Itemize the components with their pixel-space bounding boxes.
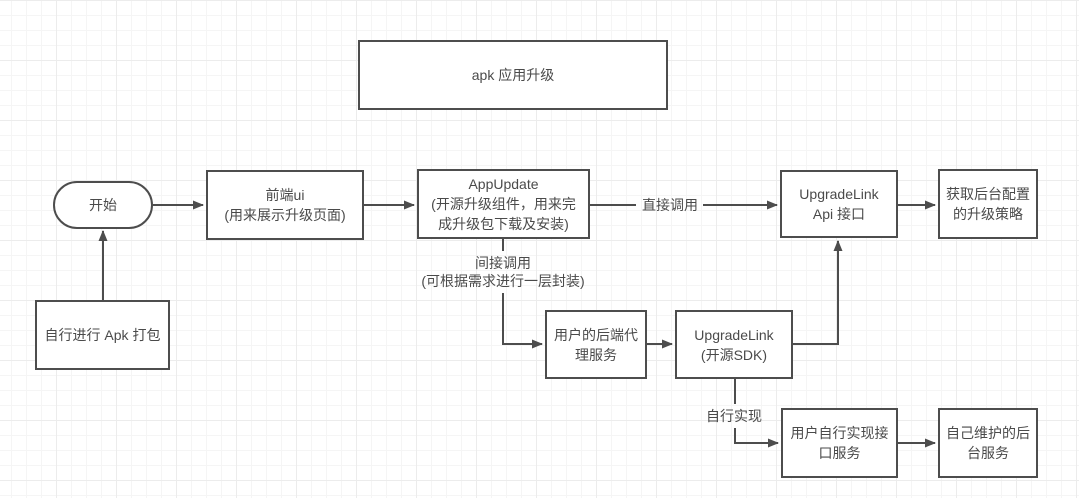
node-app-update[interactable]: AppUpdate (开源升级组件，用来完 成升级包下载及安装) bbox=[417, 169, 590, 239]
edge-label-direct-call[interactable]: 直接调用 bbox=[642, 197, 698, 213]
node-apk-package[interactable]: 自行进行 Apk 打包 bbox=[35, 300, 170, 370]
node-title[interactable]: apk 应用升级 bbox=[358, 40, 668, 110]
node-frontend-ui[interactable]: 前端ui (用来展示升级页面) bbox=[206, 170, 364, 240]
node-start[interactable]: 开始 bbox=[53, 181, 153, 229]
edge-sdk-to-impl-bottom bbox=[734, 428, 779, 448]
edge-label-indirect-call[interactable]: 间接调用 (可根据需求进行一层封装) bbox=[421, 255, 585, 289]
node-upgradelink-sdk[interactable]: UpgradeLink (开源SDK) bbox=[675, 310, 793, 379]
edge-sdk-to-api bbox=[793, 240, 843, 345]
edge-appupdate-to-proxy-bottom bbox=[502, 293, 543, 349]
node-backend-proxy[interactable]: 用户的后端代 理服务 bbox=[545, 310, 647, 379]
node-fetch-strategy[interactable]: 获取后台配置 的升级策略 bbox=[938, 169, 1038, 239]
node-self-backend[interactable]: 自己维护的后 台服务 bbox=[938, 408, 1038, 478]
node-upgradelink-api[interactable]: UpgradeLink Api 接口 bbox=[780, 170, 898, 238]
edge-label-self-implement[interactable]: 自行实现 bbox=[706, 408, 762, 424]
node-user-impl[interactable]: 用户自行实现接 口服务 bbox=[781, 408, 898, 478]
